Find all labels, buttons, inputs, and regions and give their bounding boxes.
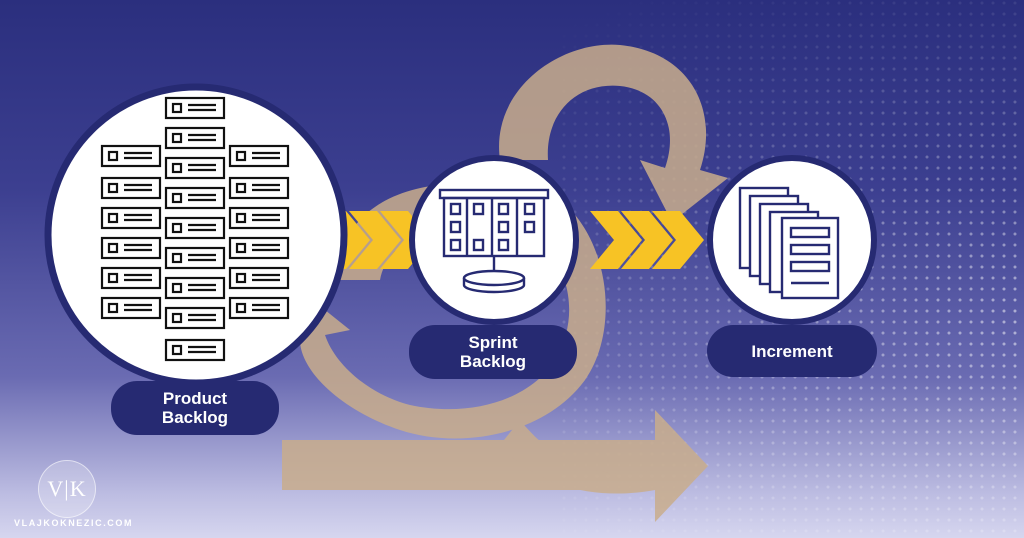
sprint-board-icon	[438, 188, 550, 294]
backlog-item-card	[164, 246, 226, 270]
product-backlog-circle	[44, 83, 348, 387]
product-backlog-line1: Product	[162, 389, 228, 408]
sprint-backlog-label: Sprint Backlog	[409, 325, 577, 379]
site-url: VLAJKOKNEZIC.COM	[14, 518, 134, 528]
top-loop-arrow	[499, 44, 728, 222]
backlog-item-card	[164, 276, 226, 300]
backlog-item-card	[164, 216, 226, 240]
backlog-item-card	[100, 296, 162, 320]
main-loop-arrow	[270, 200, 606, 439]
backlog-item-card	[228, 266, 290, 290]
product-backlog-label: Product Backlog	[111, 381, 279, 435]
sprint-backlog-line2: Backlog	[459, 352, 527, 371]
backlog-item-card	[228, 176, 290, 200]
increment-text: Increment	[751, 341, 833, 361]
backlog-item-card	[164, 156, 226, 180]
sprint-backlog-circle	[409, 155, 579, 325]
backlog-item-card	[100, 266, 162, 290]
backlog-item-card	[100, 176, 162, 200]
increment-label: Increment	[707, 325, 877, 377]
backlog-item-card	[228, 206, 290, 230]
increment-circle	[707, 155, 877, 325]
vk-logo: V|K	[38, 460, 96, 518]
product-backlog-stack-icon	[100, 96, 290, 362]
backlog-item-card	[164, 186, 226, 210]
product-backlog-line2: Backlog	[161, 408, 229, 427]
backlog-item-card	[228, 144, 290, 168]
backlog-item-card	[100, 144, 162, 168]
backlog-item-card	[164, 96, 226, 120]
backlog-item-card	[164, 338, 226, 362]
vk-logo-text: V|K	[47, 476, 87, 501]
backlog-item-card	[100, 236, 162, 260]
output-arrow	[282, 410, 708, 522]
backlog-item-card	[164, 306, 226, 330]
backlog-item-card	[228, 296, 290, 320]
increment-documents-icon	[738, 186, 840, 300]
backlog-item-card	[164, 126, 226, 150]
backlog-item-card	[100, 206, 162, 230]
sprint-backlog-line1: Sprint	[468, 333, 518, 352]
backlog-item-card	[228, 236, 290, 260]
